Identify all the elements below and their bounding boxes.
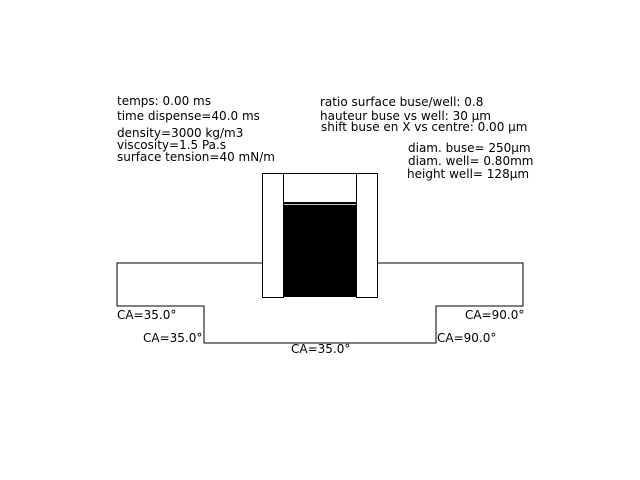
nozzle-left-wall bbox=[262, 173, 284, 298]
well-diameter-label: diam. well= 0.80mm bbox=[408, 154, 534, 168]
nozzle-height-label: hauteur buse vs well: 30 µm bbox=[320, 109, 491, 123]
well-height-label: height well= 128µm bbox=[407, 167, 530, 181]
contact-angle-left-step: CA=35.0° bbox=[143, 331, 203, 345]
contact-angle-right-top: CA=90.0° bbox=[465, 308, 525, 322]
viscosity-label: viscosity=1.5 Pa.s bbox=[117, 138, 227, 152]
nozzle-diameter-label: diam. buse= 250µm bbox=[408, 141, 531, 155]
time-label: temps: 0.00 ms bbox=[117, 94, 211, 108]
contact-angle-left-top: CA=35.0° bbox=[117, 308, 177, 322]
nozzle-shift-label: shift buse en X vs centre: 0.00 µm bbox=[321, 120, 528, 134]
substrate-well-outline bbox=[116, 262, 524, 344]
contact-angle-bottom: CA=35.0° bbox=[291, 342, 351, 356]
contact-angle-right-step: CA=90.0° bbox=[437, 331, 497, 345]
ratio-label: ratio surface buse/well: 0.8 bbox=[320, 95, 484, 109]
time-dispense-label: time dispense=40.0 ms bbox=[117, 109, 260, 123]
density-label: density=3000 kg/m3 bbox=[117, 126, 244, 140]
nozzle-right-wall bbox=[356, 173, 378, 298]
fluid-column bbox=[284, 202, 356, 297]
surface-tension-label: surface tension=40 mN/m bbox=[117, 150, 275, 164]
